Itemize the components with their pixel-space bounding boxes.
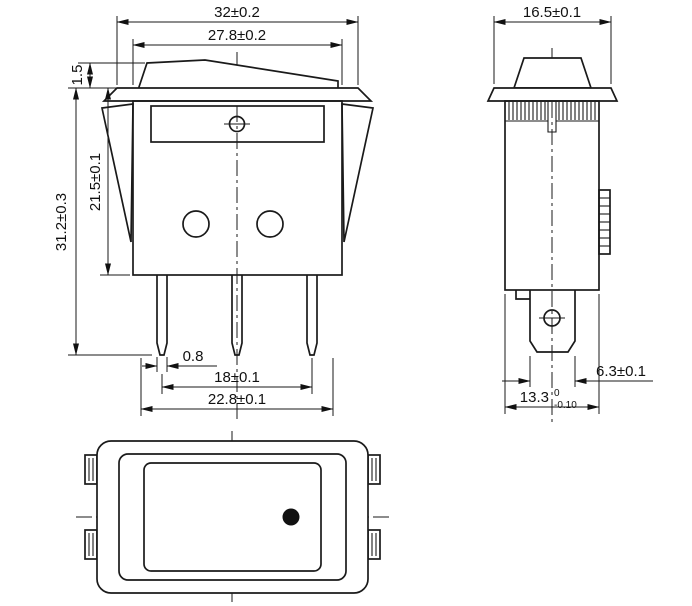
front-pin-right [306,275,318,356]
dim-label-body-height: 21.5±0.1 [87,153,104,211]
dim-label-body-width: 27.8±0.2 [208,27,266,44]
front-right-clip [341,103,375,243]
side-dim-depth: 16.5±0.1 [493,4,612,84]
front-left-hole [182,210,210,238]
dim-label-body-depth: 13.3 [520,389,549,406]
front-right-hole [256,210,284,238]
dim-label-rocker-height: 1.5 [69,65,86,86]
bottom-view [76,431,390,602]
dim-label-pin-span: 22.8±0.1 [208,391,266,408]
dim-label-flange-width: 32±0.2 [214,4,260,21]
side-terminal [529,290,576,353]
side-dim-terminal-width: 6.3±0.1 [502,356,653,387]
bottom-left-tabs [84,454,98,560]
front-pin-left [156,275,168,356]
front-dim-body-width: 27.8±0.2 [132,27,343,85]
front-dim-pin-thickness: 0.8 [142,348,217,372]
front-dim-body-height: 21.5±0.1 [87,87,130,276]
side-dim-body-depth: 13.3 0 -0.10 [504,294,600,414]
bottom-bezel-outline [118,453,347,581]
dim-label-terminal-width: 6.3±0.1 [596,363,646,380]
bottom-rocker-window [143,462,322,572]
dim-label-body-depth-tol-upper: 0 [554,388,560,399]
bottom-outer-outline [96,440,369,594]
side-latch-serrations [598,189,611,255]
front-pin-middle [231,275,243,356]
front-body-outline [132,100,343,276]
side-flange [486,87,619,102]
side-clip-hatching [505,102,599,122]
bottom-right-tabs [367,454,381,560]
front-dim-pin-pitch: 18±0.1 [161,358,313,394]
dim-label-total-height: 31.2±0.3 [53,193,70,251]
front-dim-pin-span: 22.8±0.1 [140,358,334,416]
dim-label-pin-thickness: 0.8 [183,348,204,365]
dim-label-pin-pitch: 18±0.1 [214,369,260,386]
side-center-slot [547,101,557,133]
front-flange [101,87,374,102]
front-dim-total-height: 31.2±0.3 [53,87,152,356]
front-upper-window [150,105,325,143]
side-rocker-actuator [512,57,593,89]
front-left-clip [100,103,134,243]
front-dim-flange-width: 32±0.2 [116,4,359,85]
dim-label-depth: 16.5±0.1 [523,4,581,21]
front-view: 32±0.2 27.8±0.2 1.5 21.5±0.1 31.2±0.3 [53,4,375,420]
dim-label-body-depth-tol-lower: -0.10 [554,400,577,411]
front-rocker-actuator [136,59,339,91]
side-bottom-step [515,290,530,300]
bottom-indicator-dot [282,508,300,526]
front-dim-rocker-height: 1.5 [69,62,145,89]
side-view: 16.5±0.1 6.3±0.1 13.3 0 -0.10 [486,4,653,424]
